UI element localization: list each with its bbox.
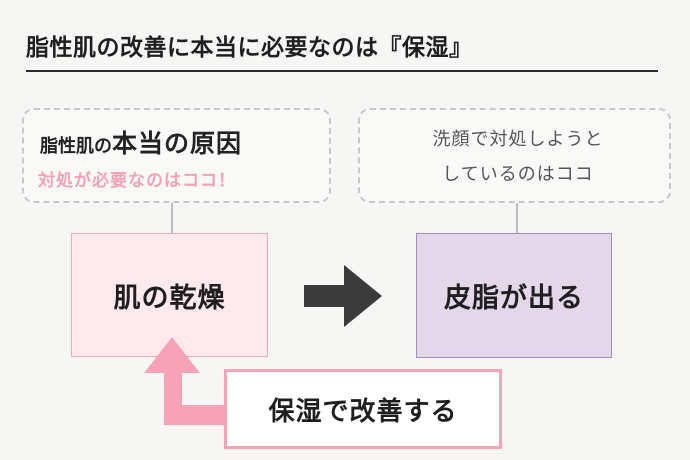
cause-connector-line (171, 203, 173, 233)
effect-callout-line2: しているのはココ (442, 164, 594, 185)
cause-callout (22, 108, 331, 203)
cause-callout-prefix: 脂性肌の (40, 136, 112, 157)
return-arrow-icon (144, 337, 226, 425)
title-underline (26, 70, 658, 72)
effect-box-label: 皮脂が出る (444, 283, 584, 314)
page-title: 脂性肌の改善に本当に必要なのは『保湿』 (26, 35, 473, 61)
cause-box: 肌の乾燥 (71, 233, 268, 357)
effect-box: 皮脂が出る (416, 233, 612, 358)
solution-box-label: 保湿で改善する (268, 396, 458, 427)
cause-box-label: 肌の乾燥 (113, 282, 226, 314)
cause-callout-note: 対処が必要なのはココ！ (38, 171, 236, 191)
effect-callout (358, 108, 671, 203)
cause-callout-heading: 脂性肌の本当の原因 (40, 124, 320, 160)
effect-connector-line (516, 203, 518, 233)
right-arrow-icon (304, 265, 382, 327)
solution-box: 保湿で改善する (224, 369, 502, 449)
cause-callout-emphasis: 本当の原因 (112, 129, 243, 158)
effect-callout-line1: 洗顔で対処しようと (432, 129, 604, 150)
